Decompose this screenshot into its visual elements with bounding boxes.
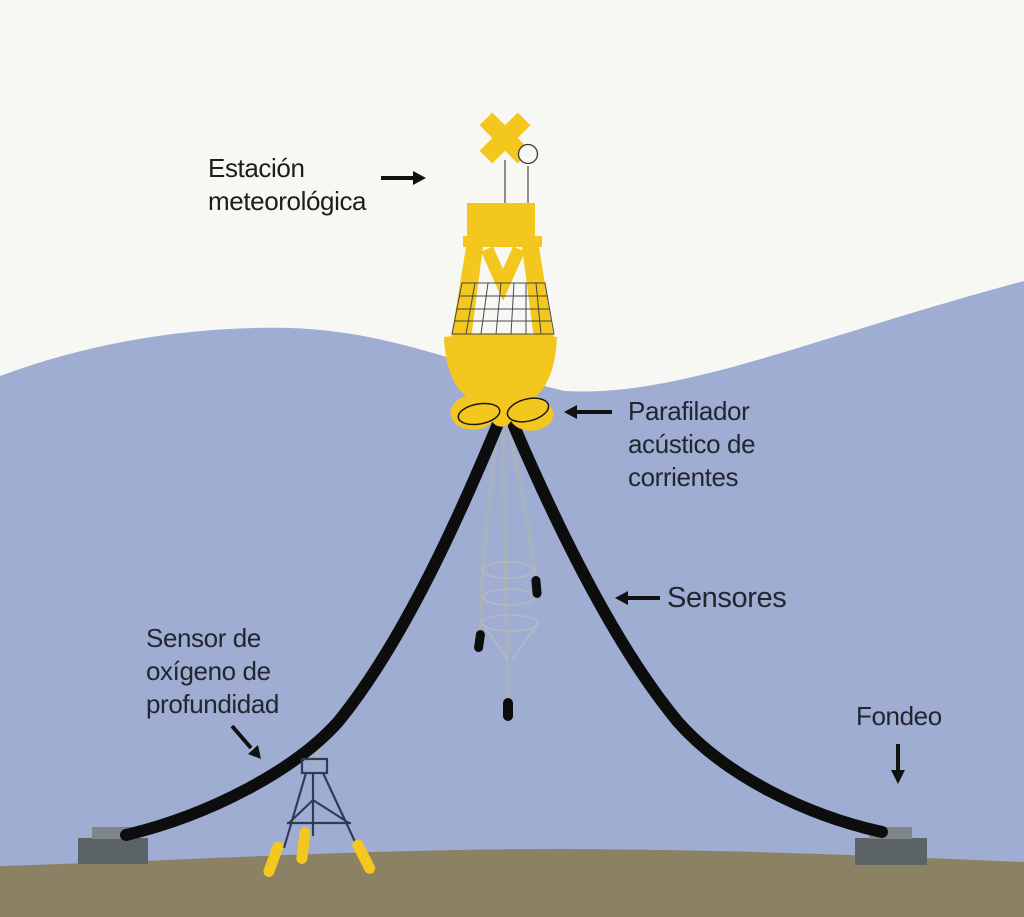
cable-center-sensor — [501, 429, 510, 703]
label-weather-station: Estación meteorológica — [208, 153, 367, 216]
sensor-capsule — [503, 698, 513, 721]
cable-left-sensor — [478, 429, 500, 633]
sensor-capsule — [474, 630, 485, 653]
tripod — [282, 757, 358, 849]
anchor-right — [855, 827, 927, 865]
buoy-tower — [451, 203, 554, 339]
sensor-capsule — [531, 575, 542, 598]
seabed — [0, 849, 1024, 917]
tripod-foot — [352, 839, 376, 874]
tripod-foot — [296, 827, 311, 864]
arrow-mooring-icon — [891, 744, 905, 784]
arrow-sensors-icon — [615, 591, 660, 605]
mast-sphere — [517, 143, 539, 165]
label-sensors: Sensores — [667, 582, 787, 614]
arrow-acoustic-profiler-icon — [564, 405, 612, 419]
float-right — [506, 397, 550, 423]
mooring-lines — [120, 420, 888, 841]
buoy — [444, 112, 557, 431]
label-oxygen-sensor: Sensor de oxígeno de profundidad — [146, 623, 279, 719]
tripod-feet — [263, 827, 376, 878]
annotation-arrows — [230, 171, 905, 784]
mast-wires — [504, 160, 529, 204]
sensor-capsules — [474, 575, 542, 721]
mooring-line-left — [120, 420, 503, 841]
anemometer-x-icon — [479, 112, 531, 164]
tripod-foot — [263, 841, 284, 878]
arrow-weather-station-icon — [381, 171, 426, 185]
water — [0, 281, 1024, 917]
arrow-oxygen-sensor-icon — [230, 724, 261, 759]
float-left — [457, 402, 501, 426]
label-acoustic-profiler: Parafilador acústico de corrientes — [628, 396, 756, 492]
cable-right-sensor — [507, 429, 538, 581]
buoy-net — [451, 282, 555, 335]
tripod-head — [300, 757, 329, 775]
mooring-line-right — [508, 420, 888, 838]
label-mooring: Fondeo — [856, 701, 942, 731]
